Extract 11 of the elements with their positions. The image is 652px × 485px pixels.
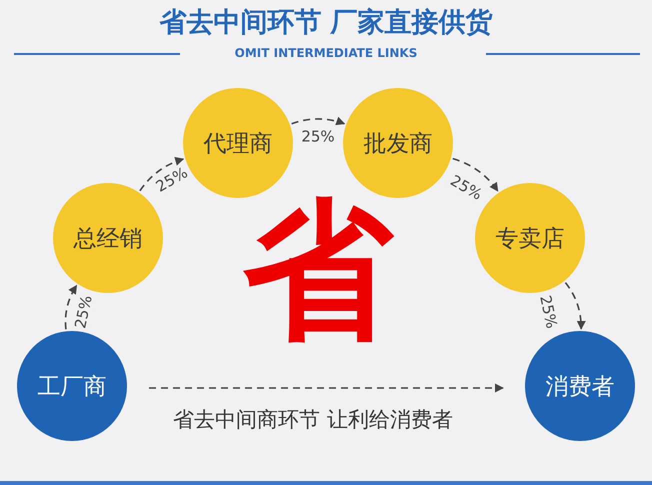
circle-node: 消费者 <box>525 331 635 441</box>
edge-label: 省去中间商环节 让利给消费者 <box>171 408 455 432</box>
title: 省去中间环节 厂家直接供货 <box>158 8 494 38</box>
arrow <box>149 384 504 392</box>
arrow <box>452 158 498 192</box>
subtitle: OMIT INTERMEDIATE LINKS <box>234 46 418 60</box>
arrow <box>564 282 586 330</box>
arrow <box>139 157 184 192</box>
arrow <box>291 116 346 126</box>
arrow <box>64 284 78 330</box>
circle-node: 工厂商 <box>17 331 127 441</box>
